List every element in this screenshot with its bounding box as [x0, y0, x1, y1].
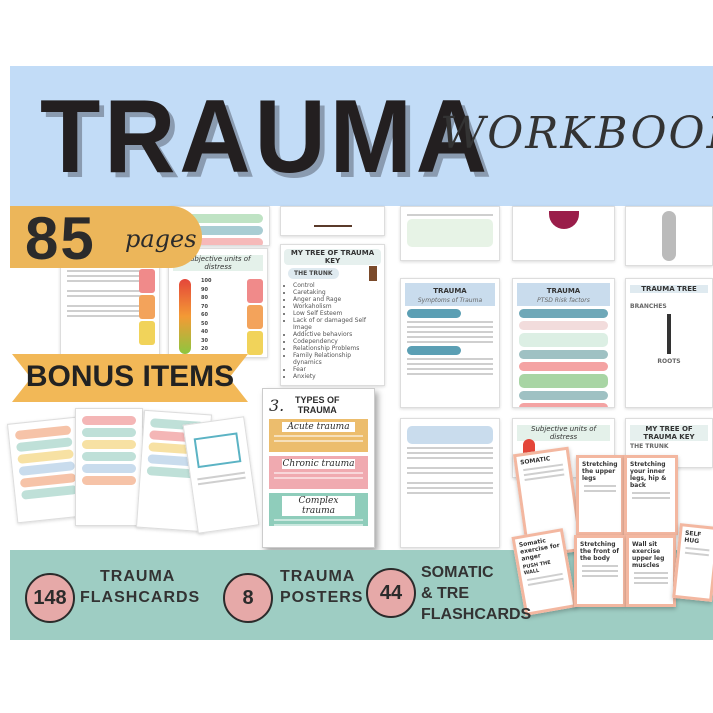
bonus-label: BONUS ITEMS [25, 360, 235, 393]
bonus-thumbnail [75, 408, 143, 526]
page-tree: TRAUMA TREE BRANCHES ROOTS [625, 278, 713, 408]
stat-circle: 8 [223, 573, 273, 623]
page-count-label: pages [125, 225, 197, 253]
trunk-icon [369, 266, 377, 281]
page-thumbnail [625, 206, 713, 266]
page-thumbnail [280, 206, 385, 236]
complex-trauma-block: Complex trauma [269, 493, 368, 526]
page-thumbnail [400, 206, 500, 261]
flashcard: Stretching your inner legs, hip & back [624, 455, 678, 535]
flashcard: SELF HUG [672, 523, 713, 602]
subtitle: WORKBOOK [440, 108, 713, 159]
flashcard: Stretching the upper legs [576, 455, 624, 535]
tree-key-list: ControlCaretakingAnger and RageWorkaholi… [293, 282, 381, 380]
page-thumbnail [60, 262, 160, 357]
chronic-trauma-block: Chronic trauma [269, 456, 368, 489]
page-count-badge [10, 206, 202, 268]
bonus-ribbon [12, 354, 248, 402]
page-thumbnail [512, 206, 615, 261]
header-band [10, 66, 713, 206]
acute-trauma-block: Acute trauma [269, 419, 368, 452]
tree-icon [667, 314, 671, 354]
page-count: 85 [25, 205, 96, 272]
flashcard: Stretching the front of the body [574, 535, 626, 607]
page-thumbnail [400, 418, 500, 548]
flashcard: Wall sit exercise upper leg muscles [626, 535, 676, 607]
page-tree-key: MY TREE OF TRAUMA KEY THE TRUNK ControlC… [280, 244, 385, 386]
stat-circle: 148 [25, 573, 75, 623]
stat-circle: 44 [366, 568, 416, 618]
title: TRAUMA [40, 79, 491, 195]
poster-types-of-trauma: 3. TYPES OF TRAUMA Acute trauma Chronic … [262, 388, 375, 548]
